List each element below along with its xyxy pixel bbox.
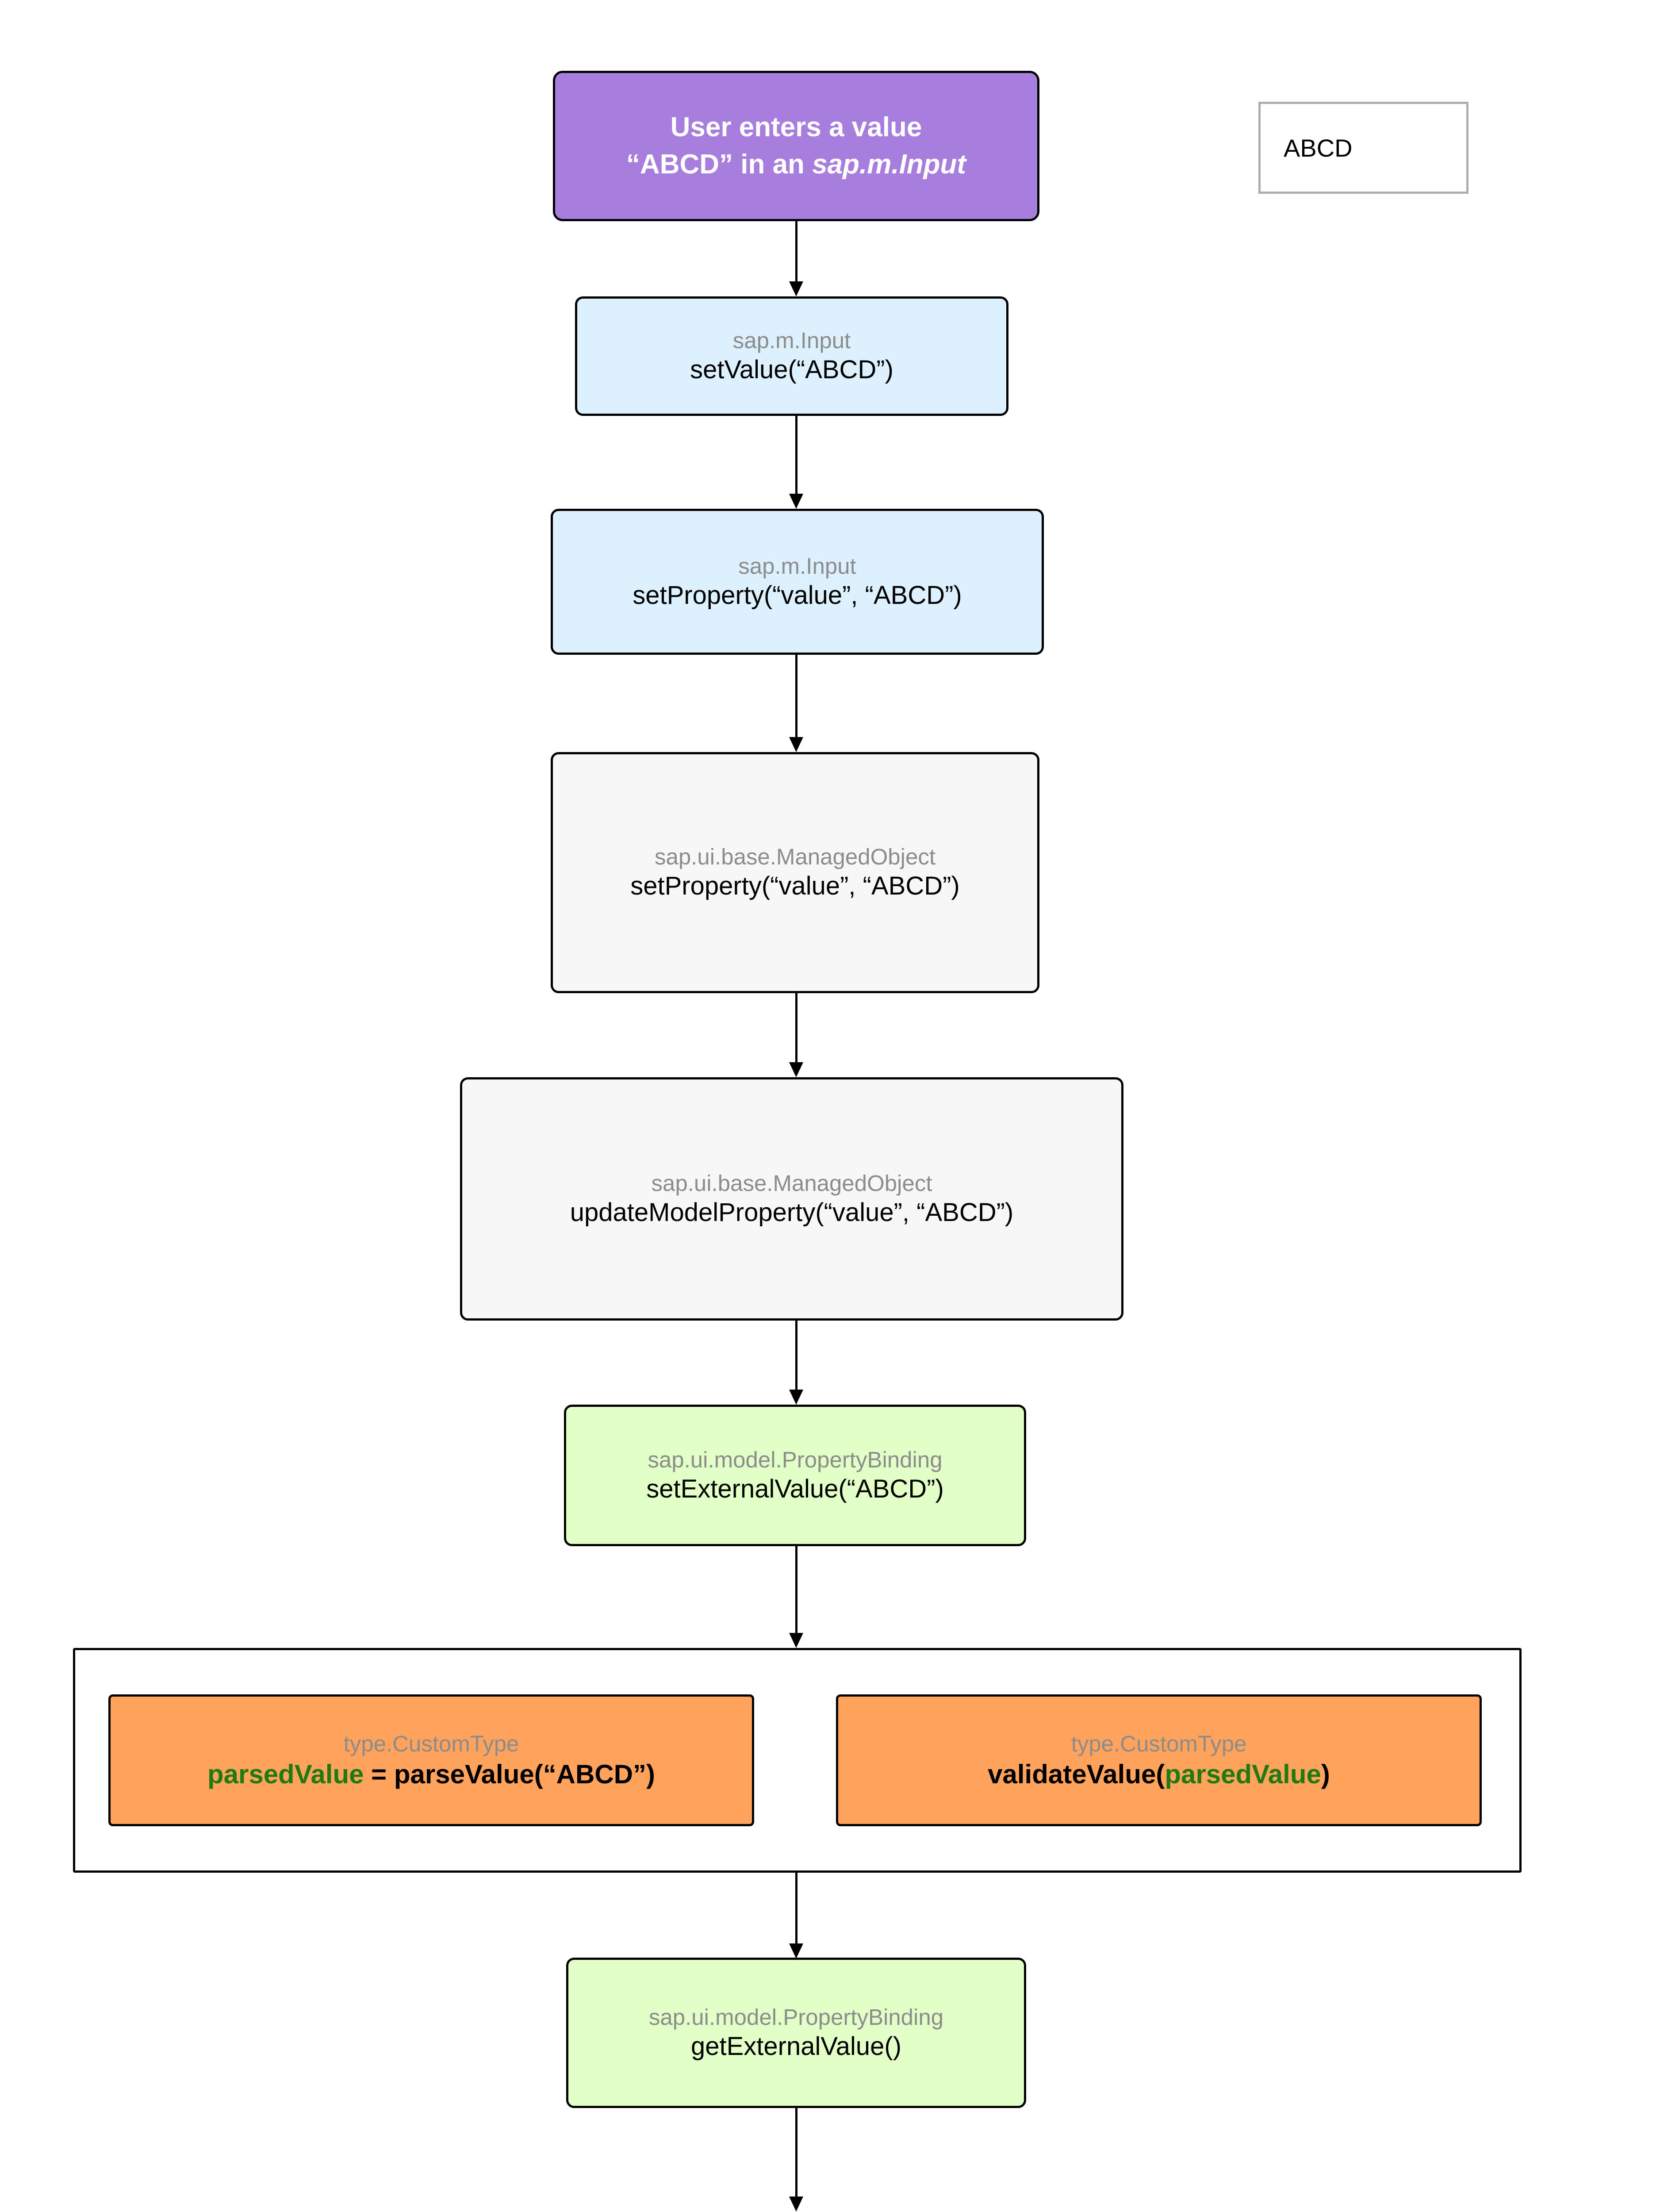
- node-validate-value[interactable]: type.CustomType validateValue(parsedValu…: [836, 1694, 1482, 1826]
- user-action-text: User enters a value “ABCD” in an sap.m.I…: [626, 109, 966, 184]
- node-set-property-input[interactable]: sap.m.Input setProperty(“value”, “ABCD”): [551, 509, 1044, 655]
- parse-value-var: parsedValue: [207, 1759, 364, 1789]
- user-action-line1: User enters a value: [670, 111, 922, 142]
- set-external-value-class: sap.ui.model.PropertyBinding: [648, 1447, 943, 1472]
- node-set-value[interactable]: sap.m.Input setValue(“ABCD”): [575, 296, 1008, 416]
- set-property-input-signature: setProperty(“value”, “ABCD”): [633, 580, 962, 610]
- node-set-property-managed-object[interactable]: sap.ui.base.ManagedObject setProperty(“v…: [551, 752, 1039, 993]
- node-get-external-value[interactable]: sap.ui.model.PropertyBinding getExternal…: [566, 1958, 1026, 2108]
- validate-value-pre: validateValue(: [988, 1759, 1165, 1789]
- set-external-value-signature: setExternalValue(“ABCD”): [646, 1474, 944, 1503]
- get-external-value-signature: getExternalValue(): [690, 2032, 902, 2061]
- node-parse-value[interactable]: type.CustomType parsedValue = parseValue…: [108, 1694, 754, 1826]
- parse-value-rest: = parseValue(“ABCD”): [364, 1759, 656, 1789]
- user-action-line2-emphasis: sap.m.Input: [812, 149, 966, 180]
- user-action-line2-prefix: “ABCD” in an: [626, 149, 813, 180]
- set-property-mo-signature: setProperty(“value”, “ABCD”): [630, 872, 960, 901]
- get-external-value-class: sap.ui.model.PropertyBinding: [648, 2004, 944, 2030]
- set-property-input-class: sap.m.Input: [738, 553, 856, 579]
- node-update-model-property[interactable]: sap.ui.base.ManagedObject updateModelPro…: [460, 1077, 1123, 1321]
- set-property-mo-class: sap.ui.base.ManagedObject: [654, 844, 936, 870]
- node-set-external-value[interactable]: sap.ui.model.PropertyBinding setExternal…: [564, 1405, 1026, 1546]
- update-model-property-signature: updateModelProperty(“value”, “ABCD”): [570, 1198, 1014, 1227]
- callout-input-raw-text: ABCD: [1284, 134, 1353, 162]
- validate-value-post: ): [1321, 1759, 1330, 1789]
- set-value-class: sap.m.Input: [732, 327, 851, 353]
- set-value-signature: setValue(“ABCD”): [690, 355, 893, 384]
- parse-value-signature: parsedValue = parseValue(“ABCD”): [207, 1758, 655, 1790]
- node-user-action[interactable]: User enters a value “ABCD” in an sap.m.I…: [553, 71, 1039, 221]
- validate-value-class: type.CustomType: [1071, 1731, 1247, 1757]
- callout-input-raw: ABCD: [1258, 102, 1468, 194]
- parse-value-class: type.CustomType: [343, 1731, 519, 1757]
- update-model-property-class: sap.ui.base.ManagedObject: [651, 1170, 932, 1196]
- validate-value-var: parsedValue: [1165, 1759, 1321, 1789]
- validate-value-signature: validateValue(parsedValue): [988, 1758, 1330, 1790]
